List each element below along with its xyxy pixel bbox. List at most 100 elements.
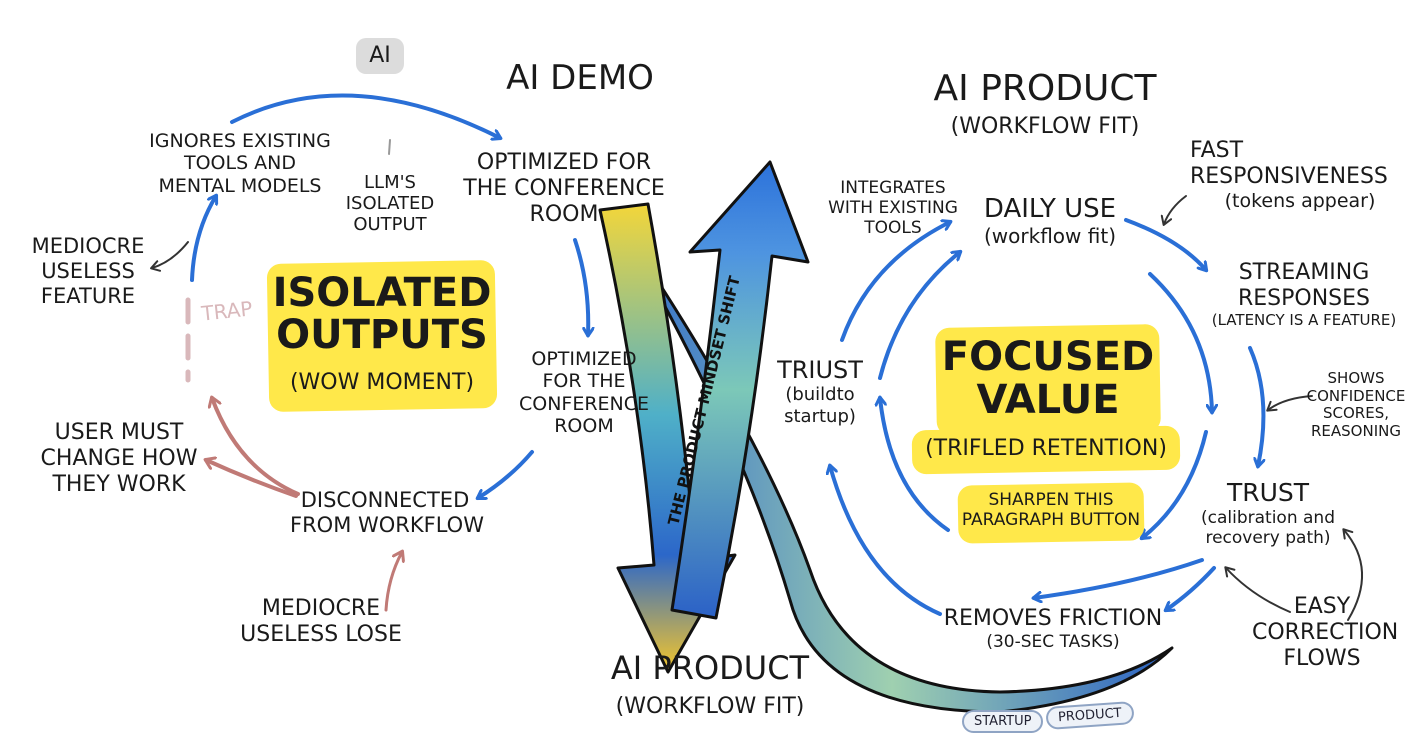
- llm-isolated-label: LLM'S ISOLATED OUTPUT: [330, 172, 450, 236]
- ai-product-title: AI PRODUCT: [933, 68, 1157, 109]
- mediocre-lose-line-2: USELESS LOSE: [240, 621, 402, 647]
- bottom-workflow-fit: (WORKFLOW FIT): [615, 694, 805, 719]
- streaming-line-3: (LATENCY IS A FEATURE): [1211, 310, 1397, 329]
- daily-use-label: DAILY USE (workflow fit): [960, 194, 1140, 248]
- tick-mark: [388, 139, 391, 155]
- optimized-mid-label: OPTIMIZED FOR THE CONFERENCE ROOM: [508, 348, 660, 438]
- mediocre-lose-label: MEDIOCRE USELESS LOSE: [236, 596, 406, 648]
- mediocre-feature-line-1: MEDIOCRE: [31, 234, 145, 258]
- arrow-shows: [1266, 395, 1313, 412]
- ignores-existing-label: IGNORES EXISTING TOOLS AND MENTAL MODELS: [130, 130, 350, 197]
- arrow-daily-to-streaming: [1124, 218, 1206, 270]
- easy-line-1: EASY: [1293, 594, 1351, 619]
- big-sweep-arrow: [610, 210, 1174, 714]
- arrow-optimized-down: [573, 238, 588, 335]
- removes-friction-label: REMOVES FRICTION (30-SEC TASKS): [940, 606, 1166, 652]
- easy-line-3: FLOWS: [1283, 645, 1361, 671]
- mediocre-feature-label: MEDIOCRE USELESS FEATURE: [18, 234, 158, 308]
- ai-tag: AI: [356, 38, 404, 74]
- disconnected-line-2: FROM WORKFLOW: [290, 512, 484, 537]
- arrow-to-daily-inner: [878, 252, 960, 380]
- arrow-to-mediocre-feature: [150, 241, 189, 272]
- integrates-line-1: INTEGRATES: [840, 178, 946, 198]
- streaming-line-1: STREAMING: [1238, 260, 1370, 285]
- user-must-label: USER MUST CHANGE HOW THEY WORK: [40, 420, 198, 498]
- arrow-to-daily-outer: [840, 222, 950, 342]
- arrow-easy-2: [1342, 528, 1364, 621]
- isolated-line-2: OUTPUTS: [276, 312, 488, 358]
- shows-line-2: CONFIDENCE: [1306, 386, 1406, 405]
- user-must-line-2: CHANGE HOW: [40, 445, 198, 471]
- mediocre-lose-line-1: MEDIOCRE: [261, 596, 381, 621]
- user-must-line-3: THEY WORK: [52, 471, 186, 497]
- trust-line-2: (calibration and: [1201, 507, 1335, 528]
- integrates-label: INTEGRATES WITH EXISTING TOOLS: [818, 178, 968, 238]
- arrow-inner-to-sharpen: [1142, 430, 1208, 538]
- triust-line-2: (buildto: [785, 384, 855, 406]
- mediocre-feature-line-3: FEATURE: [40, 283, 136, 308]
- llm-line-2: ISOLATED: [345, 193, 435, 215]
- arrow-streaming-to-trust: [1248, 346, 1263, 466]
- sharpen-line-2: PARAGRAPH BUTTON: [961, 510, 1141, 531]
- triust-label: TRIUST (buildto startup): [768, 356, 872, 427]
- wow-moment-label: (WOW MOMENT): [289, 370, 475, 395]
- user-must-line-1: USER MUST: [54, 420, 184, 445]
- optimized-mid-line-1: OPTIMIZED: [531, 348, 637, 370]
- streaming-label: STREAMING RESPONSES (LATENCY IS A FEATUR…: [1196, 260, 1412, 330]
- arrow-easy-1: [1224, 566, 1291, 613]
- llm-line-1: LLM'S: [364, 172, 416, 193]
- arrow-sharpen-to-triust: [880, 398, 950, 532]
- fast-responsiveness-label: FAST RESPONSIVENESS (tokens appear): [1190, 138, 1410, 212]
- removes-line-2: (30-SEC TASKS): [986, 631, 1120, 652]
- isolated-line-1: ISOLATED: [272, 270, 492, 316]
- arrow-ai-to-optimized: [230, 93, 500, 138]
- triust-line-1: TRIUST: [777, 356, 863, 384]
- shows-line-1: SHOWS: [1327, 369, 1385, 387]
- optimized-mid-line-3: CONFERENCE: [518, 392, 650, 415]
- focused-line-1: FOCUSED: [941, 334, 1155, 380]
- mediocre-feature-line-2: USELESS: [41, 258, 135, 283]
- fast-line-2: RESPONSIVENESS: [1190, 163, 1388, 189]
- ignores-line-3: MENTAL MODELS: [158, 174, 322, 197]
- arrow-trust-to-removes: [1034, 558, 1204, 598]
- arrow-fast: [1160, 195, 1187, 226]
- shows-confidence-label: SHOWS CONFIDENCE SCORES, REASONING: [1296, 369, 1416, 441]
- shows-line-3: SCORES,: [1323, 404, 1389, 423]
- optimized-top-line-3: ROOM: [529, 201, 599, 227]
- up-arrow-shaft: [670, 160, 810, 620]
- trust-line-1: TRUST: [1226, 478, 1310, 507]
- bottom-ai-product-title: AI PRODUCT: [610, 649, 810, 687]
- optimized-mid-line-2: FOR THE: [542, 370, 626, 393]
- llm-line-3: OUTPUT: [353, 214, 427, 236]
- easy-line-2: CORRECTION: [1252, 619, 1399, 645]
- arrow-to-user-must: [206, 460, 298, 498]
- arrow-lose-up: [384, 552, 402, 612]
- optimized-mid-line-4: ROOM: [554, 415, 614, 438]
- focused-line-2: VALUE: [976, 377, 1120, 424]
- disconnected-label: DISCONNECTED FROM WORKFLOW: [290, 488, 484, 538]
- ai-product-subtitle: (WORKFLOW FIT): [950, 114, 1140, 139]
- streaming-line-2: RESPONSES: [1237, 285, 1371, 311]
- fast-line-3: (tokens appear): [1224, 189, 1376, 212]
- removes-line-1: REMOVES FRICTION: [943, 606, 1163, 631]
- arrow-up-to-ignores: [190, 196, 216, 282]
- startup-pill: STARTUP: [962, 710, 1044, 733]
- optimized-top-line-2: THE CONFERENCE: [463, 175, 665, 201]
- optimized-top-line-1: OPTIMIZED FOR: [476, 150, 652, 175]
- arrow-removes-to-triust: [830, 466, 942, 616]
- fast-line-1: FAST: [1190, 138, 1244, 163]
- ai-demo-title: AI DEMO: [506, 58, 654, 98]
- sharpen-button-label: SHARPEN THIS PARAGRAPH BUTTON: [958, 490, 1144, 530]
- trust-line-3: recovery path): [1205, 527, 1331, 548]
- focused-value-title: FOCUSED VALUE: [936, 334, 1160, 424]
- disconnected-line-1: DISCONNECTED: [300, 488, 470, 512]
- arrow-daily-down-inner: [1148, 272, 1212, 412]
- arrow-trust-down: [1166, 566, 1216, 610]
- daily-line-1: DAILY USE: [983, 194, 1117, 224]
- integrates-line-2: WITH EXISTING: [828, 198, 958, 219]
- arrow-to-disconnected: [478, 450, 534, 498]
- ignores-line-1: IGNORES EXISTING: [149, 130, 331, 152]
- triust-line-3: startup): [784, 405, 856, 427]
- sharpen-line-1: SHARPEN THIS: [988, 490, 1114, 510]
